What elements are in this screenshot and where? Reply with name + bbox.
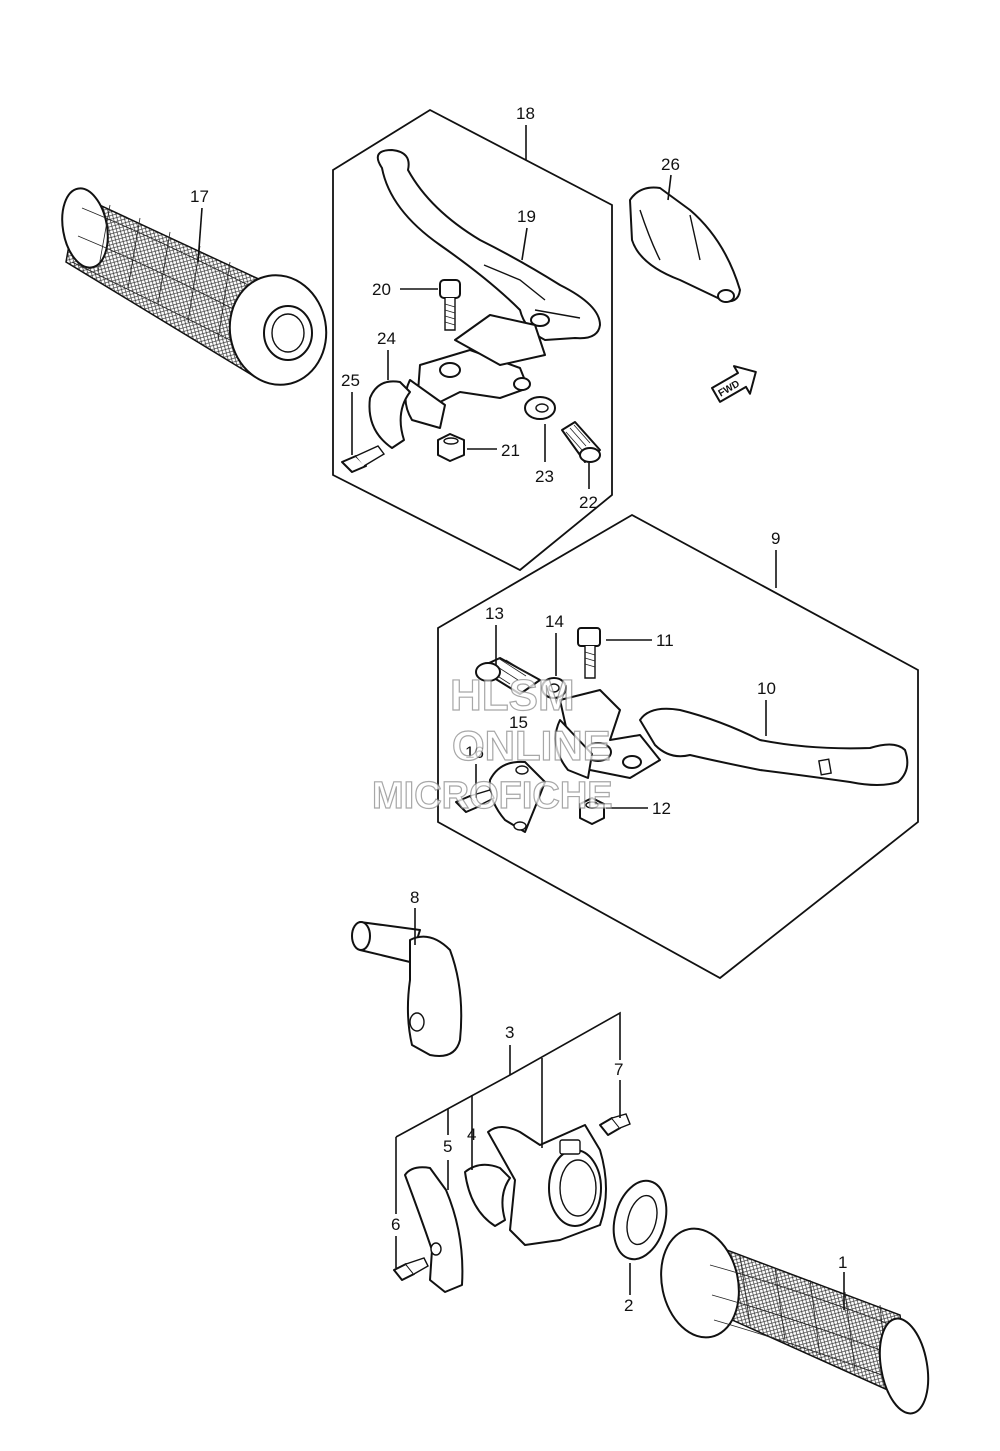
lever-perch <box>404 314 546 429</box>
callout-13: 13 <box>485 604 504 623</box>
callout-17: 17 <box>190 187 209 206</box>
throttle-housing-3 <box>487 1124 607 1246</box>
callout-7: 7 <box>614 1060 623 1079</box>
callout-5: 5 <box>443 1137 452 1156</box>
bolt-20 <box>439 279 461 331</box>
watermark-line-1: HLSM <box>450 671 575 720</box>
watermark-line-2: ONLINE <box>452 722 611 769</box>
right-grip <box>660 1227 930 1415</box>
throttle-tube-8 <box>351 921 463 1057</box>
nut-21 <box>437 433 465 462</box>
collar-2 <box>612 1179 668 1261</box>
cable-guide-5 <box>404 1166 464 1293</box>
clutch-lever-19 <box>376 149 601 341</box>
callout-12: 12 <box>652 799 671 818</box>
callout-19: 19 <box>517 207 536 226</box>
callout-11: 11 <box>656 631 674 650</box>
callout-9: 9 <box>771 529 780 548</box>
locknut-23 <box>524 396 556 420</box>
callout-1: 1 <box>838 1253 847 1272</box>
adjuster-13 <box>475 657 541 695</box>
callout-25: 25 <box>341 371 360 390</box>
callout-8: 8 <box>410 888 419 907</box>
forward-direction-badge: FWD <box>711 365 757 403</box>
callout-3: 3 <box>505 1023 514 1042</box>
watermark: HLSM ONLINE MICROFICHE <box>371 670 613 817</box>
callout-24: 24 <box>377 329 396 348</box>
nut-12 <box>579 797 605 825</box>
callout-2: 2 <box>624 1296 633 1315</box>
callout-14: 14 <box>545 612 564 631</box>
callout-4: 4 <box>467 1125 476 1144</box>
callout-18: 18 <box>516 104 535 123</box>
clamp-16 <box>488 760 546 833</box>
bolt-25 <box>341 445 386 473</box>
callout-numbers: 17 18 19 20 21 22 23 24 25 26 9 10 11 12… <box>190 104 847 1315</box>
callout-10: 10 <box>757 679 776 698</box>
callout-16: 16 <box>465 743 484 762</box>
callout-15: 15 <box>509 713 528 732</box>
frame-18 <box>332 108 613 572</box>
callout-22: 22 <box>579 493 598 512</box>
housing-cover-4 <box>464 1163 511 1227</box>
callout-21: 21 <box>501 441 520 460</box>
callout-23: 23 <box>535 467 554 486</box>
watermark-line-3: MICROFICHE <box>372 775 613 817</box>
screw-6 <box>393 1257 429 1281</box>
callout-20: 20 <box>372 280 391 299</box>
leader-lines <box>197 125 845 1310</box>
screw-7 <box>599 1113 631 1136</box>
callout-26: 26 <box>661 155 680 174</box>
frame-9 <box>437 513 919 980</box>
lever-cover-26 <box>629 186 741 303</box>
callout-6: 6 <box>391 1215 400 1234</box>
brake-lever-10 <box>639 707 909 786</box>
bolt-16 <box>455 789 495 813</box>
bolt-11 <box>577 627 601 679</box>
master-perch <box>554 689 661 779</box>
locknut-14 <box>541 677 567 699</box>
adjuster-22 <box>561 421 601 463</box>
left-grip <box>61 187 328 386</box>
clamp-24 <box>368 380 411 449</box>
